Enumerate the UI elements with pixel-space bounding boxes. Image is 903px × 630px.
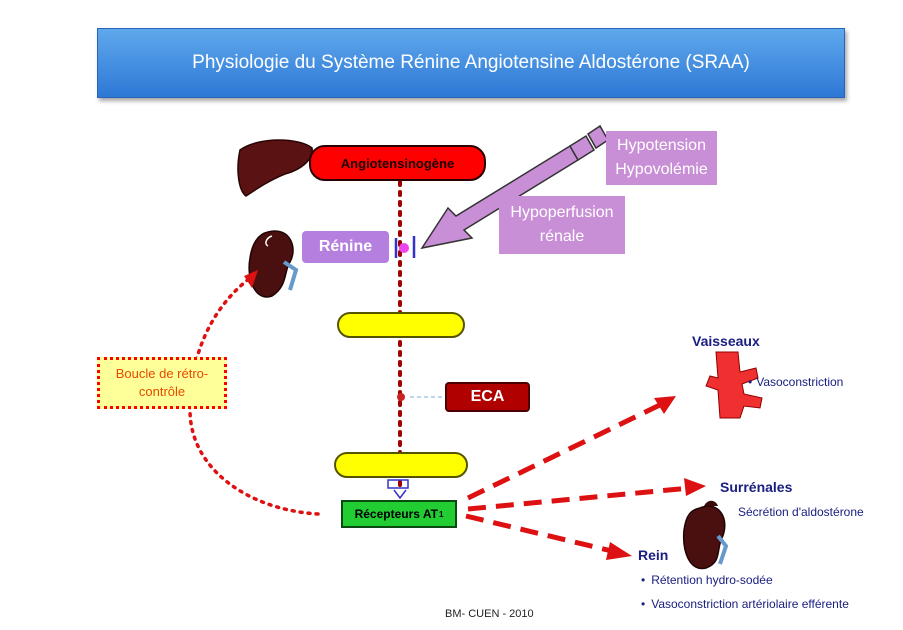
angiotensin-i-node (337, 312, 465, 338)
receptors-subscript: 1 (438, 509, 444, 519)
renine-marker-dot (399, 243, 409, 253)
receptor-binding-icon (387, 479, 409, 489)
rein-item-2: •Vasoconstriction artériolaire efférente (641, 597, 849, 611)
rein-item-1: •Rétention hydro-sodée (641, 573, 773, 587)
hypoperfusion-label: Hypoperfusion (510, 204, 614, 221)
rein-item-2-label: Vasoconstriction artériolaire efférente (651, 597, 849, 611)
rein-item-1-label: Rétention hydro-sodée (651, 573, 773, 587)
feedback-loop-box: Boucle de rétro- contrôle (97, 357, 227, 409)
renale-label: rénale (539, 228, 585, 245)
blood-vessel-icon (705, 351, 763, 419)
arrow-to-vaisseaux (466, 401, 664, 501)
arrow-to-surrenales (467, 485, 691, 512)
feedback-line1: Boucle de rétro- (115, 366, 209, 381)
vaisseaux-item-label: Vasoconstriction (756, 375, 844, 389)
receptors-label: Récepteurs AT (354, 507, 438, 521)
hypoperfusion-box: Hypoperfusion rénale (499, 196, 625, 254)
feedback-loop-path (188, 276, 320, 516)
hypotension-box: Hypotension Hypovolémie (606, 131, 717, 185)
footer-credit: BM- CUEN - 2010 (445, 608, 534, 620)
eca-node: ECA (445, 382, 530, 412)
surrenales-title: Surrénales (720, 479, 793, 495)
kidney-icon (248, 230, 299, 298)
angiotensinogene-node: Angiotensinogène (309, 145, 486, 181)
renine-label: Rénine (318, 238, 373, 255)
hypovolemie-label: Hypovolémie (615, 161, 708, 178)
title-bar: Physiologie du Système Rénine Angiotensi… (97, 28, 845, 98)
angiotensin-ii-node (334, 452, 468, 478)
surrenales-text: Sécrétion d'aldostérone (738, 505, 864, 519)
eca-connector-dot (397, 393, 405, 401)
angiotensinogene-label: Angiotensinogène (340, 155, 455, 171)
vaisseaux-item: •Vasoconstriction (748, 375, 844, 389)
feedback-line2: contrôle (138, 384, 186, 399)
arrow-to-rein (465, 513, 617, 555)
hypotension-label: Hypotension (617, 137, 706, 154)
liver-icon (237, 139, 313, 197)
adrenal-kidney-icon (682, 500, 729, 570)
renine-node: Rénine (302, 231, 389, 263)
vaisseaux-title: Vaisseaux (692, 333, 760, 349)
slide-title: Physiologie du Système Rénine Angiotensi… (192, 52, 750, 73)
rein-title: Rein (638, 547, 669, 563)
feedback-arrow-head (244, 270, 258, 288)
eca-label: ECA (470, 388, 505, 405)
